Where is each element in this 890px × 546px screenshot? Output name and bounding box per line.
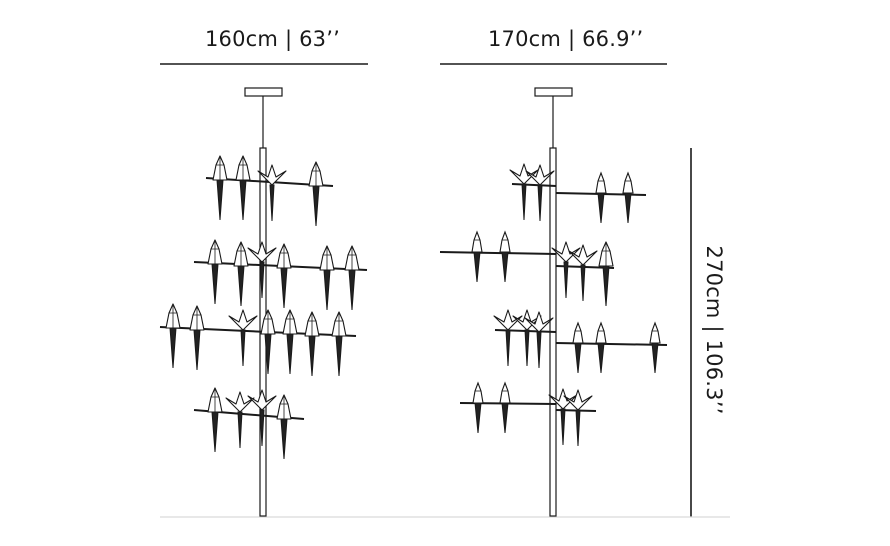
origami-bird-icon bbox=[525, 164, 555, 222]
origami-bird-icon bbox=[165, 303, 181, 369]
left-width-label: 160cm | 63’’ bbox=[205, 27, 340, 51]
origami-bird-icon bbox=[595, 171, 607, 224]
origami-bird-icon bbox=[622, 171, 634, 224]
right-chandelier bbox=[439, 87, 668, 517]
origami-bird-icon bbox=[524, 311, 554, 369]
branch bbox=[511, 183, 557, 187]
origami-bird-icon bbox=[595, 321, 607, 374]
origami-bird-icon bbox=[235, 155, 251, 221]
origami-bird-icon bbox=[344, 245, 360, 311]
origami-bird-icon bbox=[276, 243, 292, 309]
branch bbox=[439, 251, 557, 255]
ceiling-canopy-icon bbox=[244, 87, 283, 97]
origami-bird-icon bbox=[509, 163, 539, 221]
origami-bird-icon bbox=[568, 244, 598, 302]
origami-bird-icon bbox=[189, 305, 205, 371]
origami-bird-icon bbox=[225, 391, 255, 449]
origami-bird-icon bbox=[276, 394, 292, 460]
origami-bird-icon bbox=[308, 161, 324, 227]
ceiling-canopy-icon bbox=[534, 87, 573, 97]
origami-bird-icon bbox=[499, 381, 511, 434]
origami-bird-icon bbox=[649, 321, 661, 374]
origami-bird-icon bbox=[472, 381, 484, 434]
left-chandelier bbox=[159, 87, 368, 517]
origami-bird-icon bbox=[212, 155, 228, 221]
origami-bird-icon bbox=[331, 311, 347, 377]
origami-bird-icon bbox=[282, 309, 298, 375]
origami-bird-icon bbox=[499, 230, 511, 283]
origami-bird-icon bbox=[319, 245, 335, 311]
origami-bird-icon bbox=[247, 241, 277, 299]
origami-bird-icon bbox=[563, 389, 593, 447]
origami-bird-icon bbox=[228, 309, 258, 367]
origami-bird-icon bbox=[572, 321, 584, 374]
origami-bird-icon bbox=[247, 389, 277, 447]
origami-bird-icon bbox=[257, 164, 287, 222]
origami-bird-icon bbox=[551, 241, 581, 299]
origami-bird-icon bbox=[207, 239, 223, 305]
origami-bird-icon bbox=[233, 241, 249, 307]
right-width-label: 170cm | 66.9’’ bbox=[488, 27, 644, 51]
branch bbox=[159, 326, 357, 337]
origami-bird-icon bbox=[493, 309, 523, 367]
origami-bird-icon bbox=[304, 311, 320, 377]
origami-bird-icon bbox=[207, 387, 223, 453]
origami-bird-icon bbox=[598, 241, 614, 307]
origami-bird-icon bbox=[260, 309, 276, 375]
origami-bird-icon bbox=[471, 230, 483, 283]
